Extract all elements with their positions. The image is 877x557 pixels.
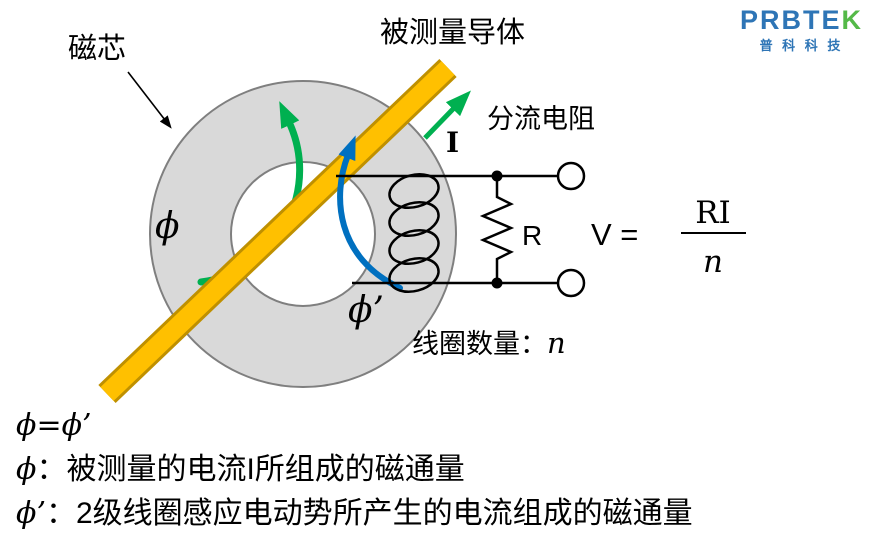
flux-label: ϕ — [155, 206, 180, 247]
brand-logo: PRBTEK — [740, 6, 863, 34]
flux-prime-arrow — [337, 135, 403, 291]
coil-count-label: 线圈数量：n — [412, 326, 566, 360]
core-inner-hole — [230, 161, 376, 307]
conductor-bar-fill — [100, 61, 455, 401]
notes: ϕ=ϕ’ ϕ：被测量的电流I所组成的磁通量 ϕ’：2级线圈感应电动势所产生的电流… — [16, 404, 693, 536]
formula-lhs: V = — [591, 217, 638, 252]
coil-count-n: n — [547, 326, 566, 360]
coil-loop — [388, 256, 440, 294]
toroidal-core — [149, 80, 457, 388]
conductor-label: 被测量导体 — [380, 16, 525, 49]
terminal-bottom — [556, 268, 586, 298]
junction-dot-bottom — [491, 277, 503, 289]
logo: PRBTEK 普 科 科 技 — [740, 6, 863, 54]
shunt-resistor-label: 分流电阻 — [487, 104, 595, 134]
junction-dot-top — [491, 170, 503, 182]
coil-winding — [336, 172, 558, 294]
note-text-3: ：2级线圈感应电动势所产生的电流组成的磁通量 — [46, 497, 693, 530]
coil-count-text: 线圈数量： — [412, 329, 547, 359]
phi-symbol: ϕ — [16, 452, 37, 487]
note-line-2: ϕ：被测量的电流I所组成的磁通量 — [16, 448, 693, 492]
resistor-label: R — [522, 220, 542, 251]
core-label-pointer — [127, 71, 172, 129]
coil-loop — [388, 200, 440, 238]
current-label: I — [446, 126, 459, 159]
shunt-branch — [479, 161, 586, 298]
flux-prime-label: ϕ’ — [348, 290, 384, 331]
coil-loop — [388, 228, 440, 266]
current-arrow — [423, 90, 471, 140]
phi-prime-symbol: ϕ’ — [16, 496, 46, 531]
note-text-2: ：被测量的电流I所组成的磁通量 — [36, 453, 465, 486]
note-line-1: ϕ=ϕ’ — [16, 404, 693, 448]
phi-equality: ϕ=ϕ’ — [16, 408, 92, 443]
note-line-3: ϕ’：2级线圈感应电动势所产生的电流组成的磁通量 — [16, 492, 693, 536]
coil-loop — [388, 172, 440, 210]
conductor-bar — [98, 58, 457, 404]
brand-text: PRBTE — [739, 5, 842, 35]
shunt-resistor-symbol — [479, 176, 515, 283]
core-label: 磁芯 — [68, 32, 126, 65]
brand-k: K — [841, 5, 863, 35]
terminal-top — [556, 161, 586, 191]
formula-denominator: n — [703, 244, 723, 280]
brand-subtitle: 普 科 科 技 — [759, 38, 844, 54]
formula: V = RI n — [591, 195, 746, 280]
formula-numerator: RI — [695, 195, 731, 231]
